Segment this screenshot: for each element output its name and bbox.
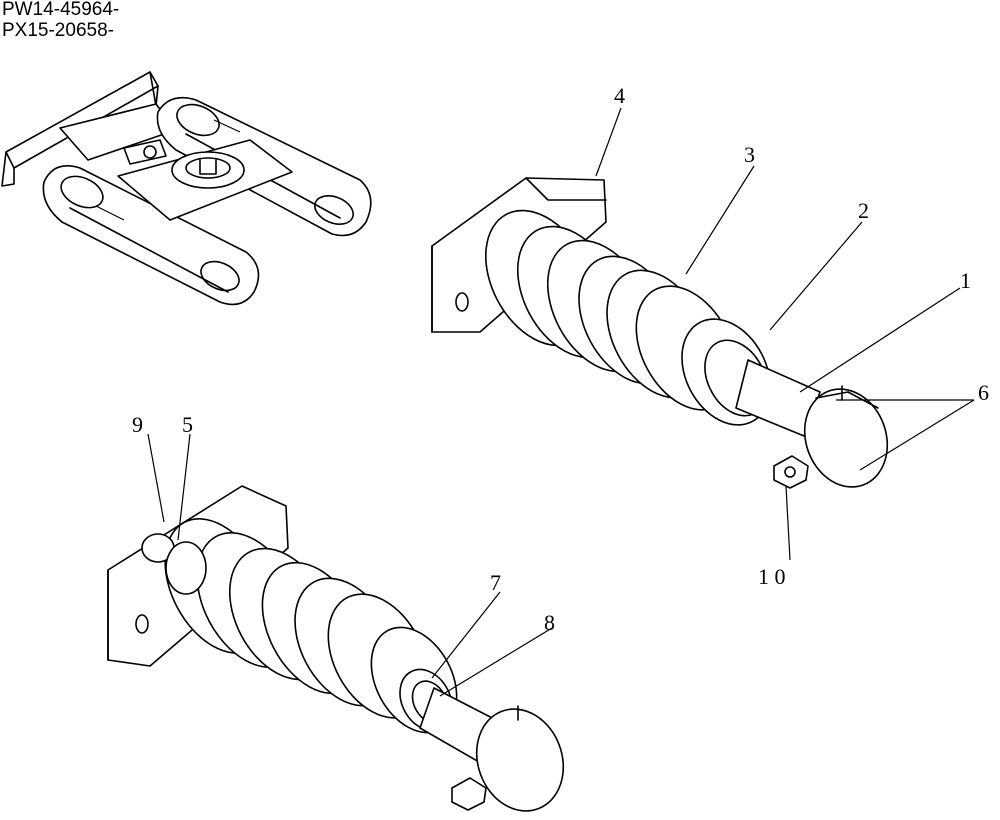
callout-8: 8 (544, 610, 555, 635)
callout-7: 7 (490, 570, 501, 595)
callout-3: 3 (744, 142, 755, 167)
callout-5: 5 (182, 412, 193, 437)
tension-spring-assembly-lower (107, 485, 565, 812)
callout-9: 9 (132, 412, 143, 437)
callout-2: 2 (858, 198, 869, 223)
callout-10: 1 0 (758, 564, 786, 589)
callout-4: 4 (614, 83, 625, 108)
callout-6: 6 (978, 380, 989, 405)
serial-range-2: PX15-20658- (2, 20, 114, 41)
leader-lines (147, 107, 975, 697)
serial-range-1: PW14-45964- (2, 0, 120, 20)
callout-1: 1 (960, 268, 971, 293)
undercarriage-overview (1, 71, 372, 306)
tension-spring-assembly-upper (431, 177, 889, 489)
